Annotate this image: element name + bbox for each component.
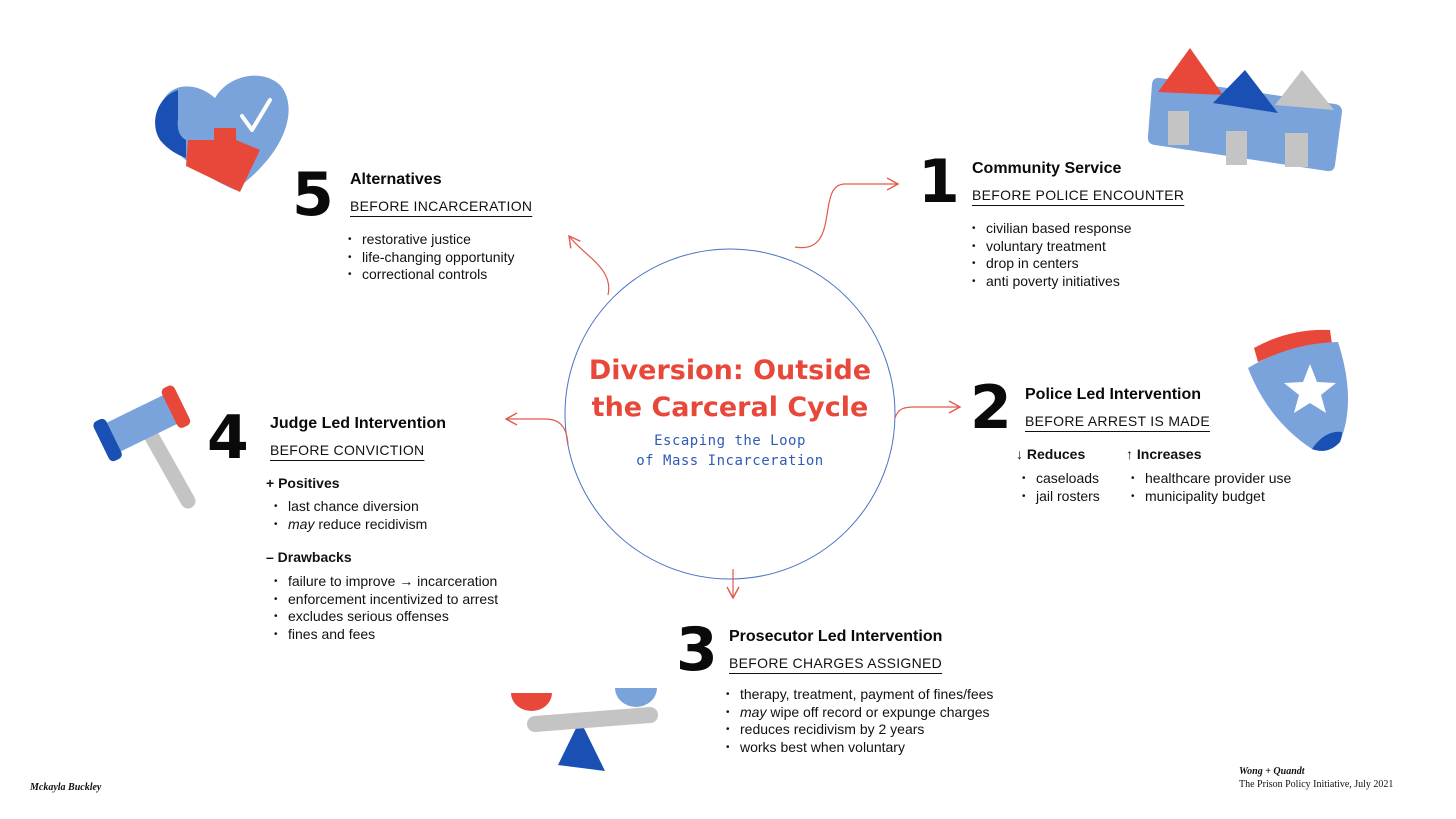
stage-title-alternatives: Alternatives xyxy=(350,171,442,188)
positives-heading: + Positives xyxy=(266,475,340,491)
list-item: excludes serious offenses xyxy=(274,608,498,626)
stage-title-prosecutor: Prosecutor Led Intervention xyxy=(729,628,943,645)
firm-credit: Wong + Quandt xyxy=(1239,766,1305,777)
stage-subtitle-judge: BEFORE CONVICTION xyxy=(270,442,425,458)
list-item: municipality budget xyxy=(1131,488,1291,506)
stage-subtitle-alternatives: BEFORE INCARCERATION xyxy=(350,198,533,214)
heart-puzzle-icon xyxy=(155,75,289,192)
list-item: civilian based response xyxy=(972,220,1132,238)
arrow-down-icon: ↓ xyxy=(1016,446,1023,462)
gavel-icon xyxy=(93,385,196,509)
source-credit: The Prison Policy Initiative, July 2021 xyxy=(1239,779,1394,790)
author-credit: Mckayla Buckley xyxy=(30,782,102,793)
balance-scale-icon xyxy=(511,688,658,771)
stage-number-3: 3 xyxy=(676,615,718,685)
list-item: voluntary treatment xyxy=(972,238,1132,256)
community-list: civilian based response voluntary treatm… xyxy=(972,220,1132,290)
list-item: restorative justice xyxy=(348,231,515,249)
reduces-label: Reduces xyxy=(1026,446,1086,462)
increases-heading: ↑ Increases xyxy=(1126,446,1202,462)
prosecutor-list: therapy, treatment, payment of fines/fee… xyxy=(726,686,993,756)
positives-list: last chance diversion may reduce recidiv… xyxy=(274,498,427,533)
arrow-to-judge xyxy=(504,412,569,446)
shield-star-icon xyxy=(1248,329,1349,451)
center-circle xyxy=(564,248,896,580)
list-item: correctional controls xyxy=(348,266,515,284)
list-item: anti poverty initiatives xyxy=(972,273,1132,291)
arrow-to-community xyxy=(794,177,900,249)
stage-title-judge: Judge Led Intervention xyxy=(270,415,447,432)
list-item: jail rosters xyxy=(1022,488,1100,506)
stage-subtitle-prosecutor: BEFORE CHARGES ASSIGNED xyxy=(729,655,943,671)
center-subtitle: Escaping the Loop of Mass Incarceration xyxy=(570,431,890,471)
stage-number-2: 2 xyxy=(970,373,1012,443)
stage-subtitle-police: BEFORE ARREST IS MADE xyxy=(1025,413,1210,429)
list-item: life-changing opportunity xyxy=(348,249,515,267)
alternatives-list: restorative justice life-changing opport… xyxy=(348,231,515,284)
list-item: caseloads xyxy=(1022,470,1100,488)
list-item: may wipe off record or expunge charges xyxy=(726,704,993,722)
arrow-to-alternatives xyxy=(568,234,610,296)
drawbacks-list: failure to improve → incarceration enfor… xyxy=(274,573,498,643)
list-item: may reduce recidivism xyxy=(274,516,427,534)
increases-list: healthcare provider use municipality bud… xyxy=(1131,470,1291,505)
list-item: reduces recidivism by 2 years xyxy=(726,721,993,739)
list-item: healthcare provider use xyxy=(1131,470,1291,488)
list-item: fines and fees xyxy=(274,626,498,644)
emphasis: may xyxy=(288,515,315,532)
arrow-up-icon: ↑ xyxy=(1126,446,1133,462)
stage-number-4: 4 xyxy=(207,403,249,473)
buildings-icon xyxy=(1147,48,1342,172)
stage-number-1: 1 xyxy=(918,147,960,217)
center-title-line1: Diversion: Outside xyxy=(588,355,872,386)
stage-subtitle-community: BEFORE POLICE ENCOUNTER xyxy=(972,187,1185,203)
center-subtitle-line2: of Mass Incarceration xyxy=(636,453,824,469)
drawbacks-heading: – Drawbacks xyxy=(266,549,352,565)
list-item: failure to improve → incarceration xyxy=(274,573,498,591)
emphasis: may xyxy=(740,703,767,720)
center-title-line2: the Carceral Cycle xyxy=(591,392,869,423)
stage-title-police: Police Led Intervention xyxy=(1025,386,1202,403)
center-title: Diversion: Outside the Carceral Cycle xyxy=(570,352,890,426)
list-item: drop in centers xyxy=(972,255,1132,273)
center-subtitle-line1: Escaping the Loop xyxy=(654,433,806,449)
increases-label: Increases xyxy=(1136,446,1202,462)
reduces-heading: ↓ Reduces xyxy=(1016,446,1085,462)
reduces-list: caseloads jail rosters xyxy=(1022,470,1100,505)
stage-title-community: Community Service xyxy=(972,160,1122,177)
list-item: enforcement incentivized to arrest xyxy=(274,591,498,609)
list-item: therapy, treatment, payment of fines/fee… xyxy=(726,686,993,704)
list-item: works best when voluntary xyxy=(726,739,993,757)
list-item: last chance diversion xyxy=(274,498,427,516)
stage-number-5: 5 xyxy=(292,160,334,230)
arrow-to-police xyxy=(894,400,962,419)
